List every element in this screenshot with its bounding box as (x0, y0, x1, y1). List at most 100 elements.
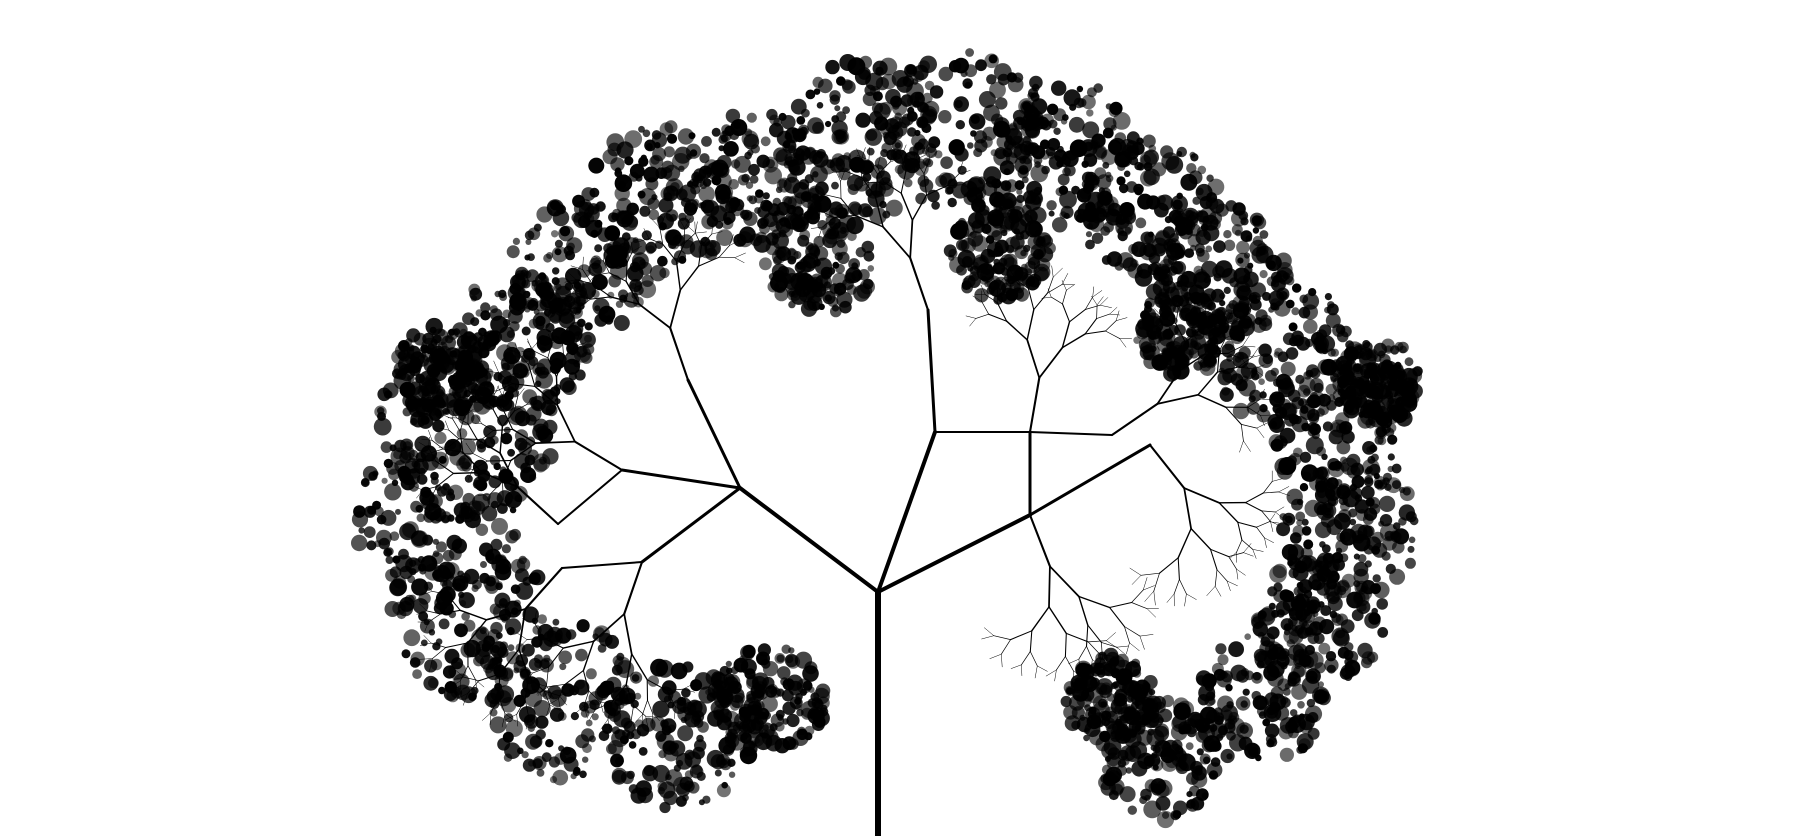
foliage-dot (693, 718, 704, 728)
twig (1062, 289, 1067, 305)
twig (1038, 346, 1064, 379)
foliage-dot (760, 136, 771, 147)
twig (499, 426, 504, 454)
foliage-dot (1331, 552, 1344, 564)
foliage-dot (928, 136, 941, 149)
twig (496, 383, 513, 392)
twig (575, 279, 593, 285)
twig (831, 170, 846, 173)
foliage-dot (606, 743, 617, 755)
foliage-dot (1286, 639, 1296, 648)
twig (493, 385, 499, 396)
foliage-dot (1252, 227, 1260, 234)
foliage-dot (867, 265, 875, 272)
twig (1278, 486, 1290, 493)
twig (645, 716, 658, 718)
twig (1087, 624, 1102, 643)
foliage-dot (527, 253, 535, 261)
foliage-dot (1363, 368, 1370, 375)
foliage-dot (738, 721, 750, 733)
foliage-dot (1377, 627, 1389, 638)
foliage-dot (637, 190, 646, 199)
foliage-dot (1169, 233, 1179, 243)
foliage-dot (1010, 218, 1028, 235)
foliage-dot (366, 540, 377, 551)
foliage-dot (733, 121, 741, 129)
foliage-dot (667, 701, 675, 709)
foliage-dot (955, 120, 965, 130)
foliage-dot (1383, 381, 1393, 391)
twig (1092, 286, 1095, 298)
foliage-dot (719, 130, 732, 142)
twig (603, 260, 610, 274)
foliage-dot (1112, 668, 1121, 677)
twig (430, 642, 447, 648)
twig (1242, 335, 1250, 347)
foliage-dot (430, 476, 439, 485)
foliage-dot (805, 89, 816, 100)
foliage-dot (938, 110, 952, 124)
foliage-dot (865, 72, 884, 91)
twig (889, 157, 903, 163)
twig (555, 376, 559, 407)
foliage-dot (1093, 662, 1106, 675)
foliage-dot (879, 200, 887, 209)
foliage-dot (1345, 375, 1356, 386)
foliage-dot (748, 163, 760, 176)
twig (1109, 601, 1133, 609)
foliage-dot (1252, 671, 1262, 681)
twig (543, 690, 551, 706)
twig (1240, 424, 1258, 429)
foliage-dot (972, 256, 989, 273)
foliage-dot (423, 511, 436, 523)
foliage-dot (405, 458, 421, 474)
twig (625, 684, 635, 707)
twig (600, 701, 604, 714)
twig (542, 637, 564, 649)
foliage-dot (454, 582, 462, 590)
twig (498, 696, 506, 714)
twig (472, 422, 483, 425)
foliage-dot (691, 171, 702, 183)
twig (813, 201, 821, 211)
foliage-dot (1170, 195, 1189, 213)
foliage-dot (1108, 790, 1119, 801)
foliage-dot (871, 102, 884, 114)
twig (819, 210, 835, 218)
twig (533, 350, 549, 359)
foliage-dot (505, 530, 519, 544)
foliage-dot (1081, 688, 1095, 702)
twig (1144, 590, 1155, 602)
twig (965, 315, 977, 319)
foliage-dot (649, 265, 667, 282)
twig (889, 149, 895, 163)
twig (694, 221, 696, 234)
twig (1215, 327, 1217, 338)
twig (1264, 537, 1274, 543)
foliage-dot (1272, 563, 1288, 579)
foliage-dot (1404, 357, 1414, 367)
twig (1099, 654, 1114, 657)
twig (1227, 352, 1243, 360)
twig (481, 471, 519, 488)
foliage-dot (545, 739, 554, 748)
foliage-dot (795, 704, 802, 711)
twig (626, 250, 634, 264)
foliage-dot (1117, 230, 1128, 242)
foliage-dot (590, 229, 599, 238)
foliage-dot (896, 76, 913, 93)
foliage-dot (1204, 695, 1215, 707)
twig (588, 274, 596, 284)
twig (925, 185, 948, 196)
twig (1177, 527, 1192, 559)
twig (1078, 645, 1087, 660)
twig (526, 396, 533, 405)
foliage-dot (512, 237, 521, 245)
foliage-dot (618, 258, 628, 268)
twig (445, 420, 450, 431)
twig (546, 685, 554, 699)
twig (483, 390, 498, 392)
twig (1061, 321, 1071, 349)
twig (840, 169, 846, 182)
foliage-dot (1316, 329, 1327, 340)
